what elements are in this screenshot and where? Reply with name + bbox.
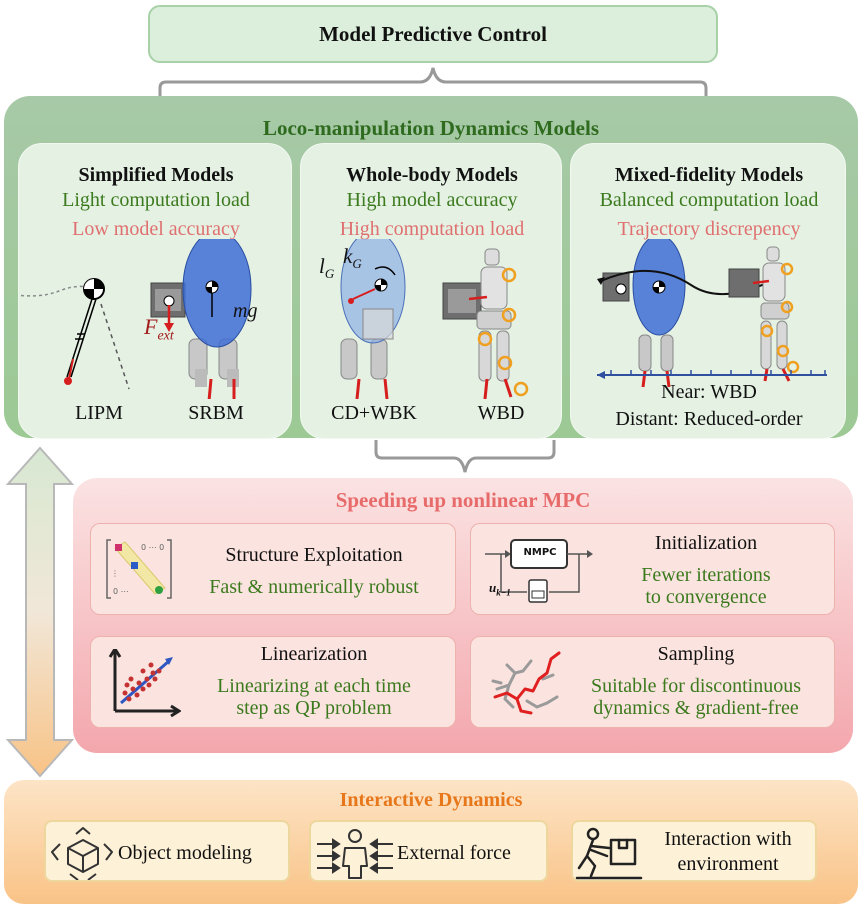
sampling-desc-2: dynamics & gradient-free [593,697,799,719]
wholebody-title: Whole-body Models [346,164,518,186]
wholebody-con: High computation load [339,218,525,240]
linearization-desc-2: step as QP problem [236,697,392,719]
distant-label: Distant: Reduced-order [615,408,803,430]
initialization-desc-1: Fewer iterations [641,564,771,586]
wbd-label: WBD [477,402,525,424]
scatter-icon [108,649,181,718]
uk-label: uk−1 [489,580,511,598]
speedup-title: Speeding up nonlinear MPC [335,488,591,512]
interaction-label-1: Interaction with [664,828,792,850]
l-g-label: lG [319,254,335,282]
sampling-title: Sampling [657,643,735,665]
initialization-desc-2: to convergence [645,586,767,608]
mpc-bracket [158,67,708,100]
cube-icon [51,827,113,880]
matrix-icon: 0 ⋯ 0 ⋮ 0 ⋯ [106,539,172,599]
cd-wbk-label: CD+WBK [331,402,417,424]
mixed-models-panel: Mixed-fidelity Models Balanced computati… [570,143,846,439]
k-g-label: kG [343,244,362,272]
mixed-illustration [597,239,827,388]
wholebody-pro: High model accuracy [346,189,518,211]
svg-text:0 ⋯ 0: 0 ⋯ 0 [141,543,164,552]
simplified-pro: Light computation load [62,189,250,211]
structure-exploitation-title: Structure Exploitation [225,544,403,566]
external-force-box: External force [309,820,548,882]
wholebody-models-panel: Whole-body Models High model accuracy Hi… [300,143,562,439]
structure-exploitation-desc: Fast & numerically robust [209,576,419,598]
initialization-title: Initialization [654,532,758,554]
linearization-title: Linearization [260,643,368,665]
nmpc-label: NMPC [523,547,557,558]
mg-label: mg [233,300,258,322]
object-modeling-box: Object modeling [44,820,290,882]
srbm-label: SRBM [188,402,244,424]
double-arrow-icon [6,446,74,778]
simplified-models-panel: Simplified Models Light computation load… [18,143,292,439]
simplified-illustration [19,239,252,399]
object-modeling-label: Object modeling [118,842,252,864]
sampling-card: Sampling Suitable for discontinuous dyna… [470,636,835,728]
wholebody-illustration [340,239,529,399]
lipm-label: LIPM [75,402,123,424]
interactive-title: Interactive Dynamics [339,789,523,811]
external-force-label: External force [397,842,511,864]
near-label: Near: WBD [661,381,757,403]
mixed-con: Trajectory discrepency [617,218,801,240]
push-box-icon [575,827,643,880]
svg-text:0 ⋯: 0 ⋯ [113,587,129,596]
force-label: Fext [144,314,174,344]
person-force-icon [317,829,393,879]
mixed-title: Mixed-fidelity Models [614,164,804,186]
linearization-card: Linearization Linearizing at each time s… [90,636,456,728]
svg-text:⋮: ⋮ [111,569,119,578]
mpc-box: Model Predictive Control [148,5,718,63]
loco-title: Loco-manipulation Dynamics Models [262,116,600,140]
simplified-title: Simplified Models [78,164,234,186]
interaction-label-2: environment [677,853,779,875]
sampling-desc-1: Suitable for discontinuous [591,675,801,697]
mpc-title: Model Predictive Control [319,21,547,46]
linearization-desc-1: Linearizing at each time [217,675,411,697]
initialization-card: NMPC uk−1 Initialization Fewer iteration… [470,523,835,615]
loco-bracket [374,440,556,473]
mixed-pro: Balanced computation load [599,189,819,211]
sampling-tree-icon [491,651,561,715]
nmpc-loop-icon [485,539,593,603]
structure-exploitation-card: 0 ⋯ 0 ⋮ 0 ⋯ Structure Exploitation Fast … [90,523,456,615]
interaction-environment-box: Interaction with environment [571,820,817,882]
simplified-con: Low model accuracy [72,218,240,240]
